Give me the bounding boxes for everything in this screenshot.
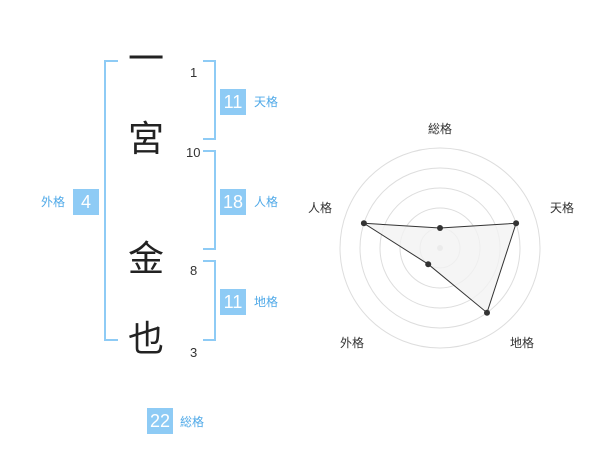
tenkaku-score: 11: [220, 89, 246, 115]
radar-series-polygon: [363, 222, 517, 314]
stroke-count-3: 8: [190, 263, 198, 278]
stroke-count-2: 10: [186, 145, 201, 160]
radar-grid-ring: [339, 147, 541, 349]
radar-point-4: [425, 261, 432, 268]
stroke-count-1: 1: [190, 65, 198, 80]
jinkaku-label: 人格: [254, 195, 279, 209]
chikaku-bracket: [203, 260, 216, 341]
radar-label-chikaku: 地格: [510, 336, 535, 350]
name-char-1: 一: [127, 39, 164, 80]
jinkaku-score: 18: [220, 189, 246, 215]
soukaku-label: 総格: [180, 415, 205, 429]
soukaku-score: 22: [147, 408, 173, 434]
radar-point-1: [437, 225, 443, 231]
chikaku-label: 地格: [254, 295, 279, 309]
radar-point-3: [484, 309, 490, 316]
radar-label-jinkaku: 人格: [308, 201, 333, 215]
name-char-4: 也: [127, 319, 164, 360]
radar-point-2: [513, 220, 520, 227]
chikaku-score: 11: [220, 289, 246, 315]
outer-bracket: [104, 60, 118, 341]
radar-label-soukaku: 総格: [428, 122, 453, 136]
radar-label-tenkaku: 天格: [550, 201, 575, 215]
radar-label-gaikaku: 外格: [340, 336, 365, 350]
radar-grid-ring: [359, 167, 521, 329]
tenkaku-label: 天格: [254, 95, 279, 109]
name-char-3: 金: [127, 239, 164, 280]
gaikaku-score: 4: [73, 189, 99, 215]
stroke-count-4: 3: [190, 345, 198, 360]
tenkaku-bracket: [203, 60, 216, 140]
radar-point-5: [360, 220, 367, 227]
jinkaku-bracket: [203, 150, 216, 250]
gaikaku-label: 外格: [41, 195, 66, 209]
name-char-2: 宮: [127, 119, 164, 160]
